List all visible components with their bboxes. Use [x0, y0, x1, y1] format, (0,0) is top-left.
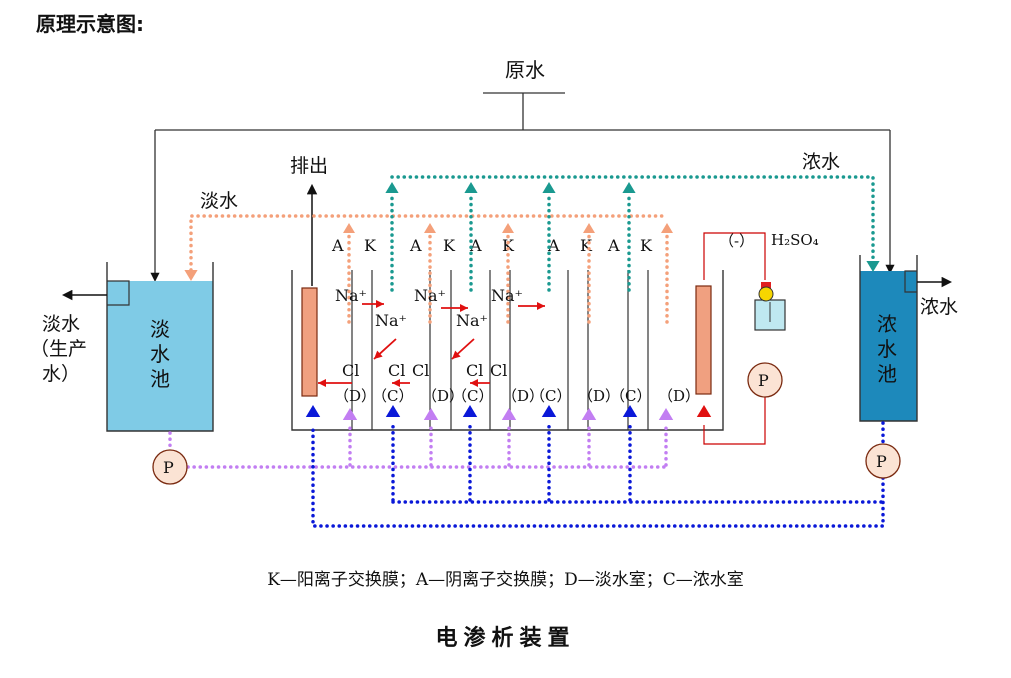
fresh-feed-arrowhead	[501, 408, 517, 420]
discharge-label: 排出	[290, 155, 328, 177]
concentrate-tank	[859, 255, 918, 422]
conc-flow-label: 浓水	[802, 151, 840, 173]
membrane-label-K: K	[443, 236, 456, 255]
conc-out-label: 浓水	[920, 296, 958, 318]
chamber-label-D: （D）	[578, 387, 620, 405]
chloride-ion-label: Cl	[412, 361, 429, 380]
fresh-water-arrowhead	[583, 223, 595, 233]
fresh-out-label-2: （生产	[30, 338, 87, 360]
chloride-migration-arrow-head	[318, 379, 326, 387]
conc-feed-arrowhead	[622, 405, 638, 417]
acid-label: H₂SO₄	[771, 231, 819, 249]
conc-water-arrowhead	[385, 182, 399, 193]
raw-water-label: 原水	[505, 58, 545, 82]
pump-label: P	[163, 458, 174, 477]
chamber-labels: （D）（C）（D）（C）（D）（C）（D）（C）（D）	[334, 387, 700, 405]
membrane-label-A: A	[607, 236, 620, 255]
chloride-migration-arrow-head	[470, 379, 478, 387]
membrane-label-A: A	[409, 236, 422, 255]
fresh-out-label-1: 淡水	[42, 313, 80, 335]
chloride-migration-arrow-head	[392, 379, 400, 387]
fresh-water-header	[189, 214, 669, 272]
fresh-water-tank	[106, 262, 214, 432]
chloride-ion-label: Cl	[490, 361, 507, 380]
conc-water-arrowhead	[464, 182, 478, 193]
chamber-label-D: （D）	[422, 387, 464, 405]
fresh-flow-label: 淡水	[200, 190, 238, 212]
fresh-out-label-3: 水）	[42, 363, 80, 385]
legend: K—阳离子交换膜；A—阴离子交换膜；D—淡水室；C—浓水室	[267, 570, 744, 590]
diagonal-migration-arrow-head	[374, 350, 383, 359]
sodium-ion-label: Na⁺	[491, 286, 523, 305]
chamber-label-C: （C）	[530, 387, 571, 405]
fresh-feed-arrowhead	[423, 408, 439, 420]
sodium-ion-label: Na⁺	[335, 286, 367, 305]
fresh-water-tank-arrowhead	[184, 270, 198, 281]
conc-tank-label-1: 浓	[877, 312, 897, 336]
conc-tank-label-3: 池	[877, 362, 897, 386]
conc-water-arrowhead	[542, 182, 556, 193]
anode-electrode	[695, 285, 712, 395]
conc-water-arrowhead	[622, 182, 636, 193]
sodium-migration-arrow-head	[376, 300, 384, 308]
cathode-electrode	[301, 287, 318, 397]
conc-feed-loop	[311, 423, 885, 528]
sodium-migration-arrow-head	[537, 302, 545, 310]
sodium-ion-label: Na⁺	[375, 311, 407, 330]
chamber-label-C: （C）	[452, 387, 493, 405]
fresh-feed-arrowhead	[658, 408, 674, 420]
chamber-label-D: （D）	[334, 387, 376, 405]
fresh-water-arrowhead	[661, 223, 673, 233]
cathode-feed-arrowhead	[305, 405, 321, 417]
heading: 原理示意图:	[36, 12, 144, 36]
pump-label: P	[876, 452, 887, 471]
fresh-feed-arrowhead	[342, 408, 358, 420]
chloride-ion-label: Cl	[466, 361, 483, 380]
acid-valve-icon	[758, 286, 774, 302]
chamber-label-D: （D）	[658, 387, 700, 405]
diagonal-migration-arrow-head	[452, 350, 461, 359]
minus-label: （-）	[719, 232, 754, 250]
electrode-circuit	[703, 232, 786, 445]
conc-feed-arrowhead	[541, 405, 557, 417]
pump-label: P	[758, 371, 769, 390]
fresh-water-arrowhead	[424, 223, 436, 233]
sodium-ion-label: Na⁺	[414, 286, 446, 305]
fresh-feed-arrowhead	[581, 408, 597, 420]
raw-water-pipes	[150, 92, 895, 282]
chamber-label-C: （C）	[372, 387, 413, 405]
membrane-label-A: A	[331, 236, 344, 255]
conc-tank-label-2: 水	[877, 337, 897, 361]
conc-water-tank-arrowhead	[866, 261, 880, 272]
flow-lines	[168, 175, 885, 528]
pump-conc: P	[865, 443, 901, 479]
sodium-migration-arrow-head	[460, 304, 468, 312]
fresh-tank-label-1: 淡	[150, 317, 170, 341]
membrane-label-K: K	[502, 236, 515, 255]
fresh-tank-label-3: 池	[150, 367, 170, 391]
membrane-label-K: K	[640, 236, 653, 255]
sodium-ion-label: Na⁺	[456, 311, 488, 330]
fresh-water-arrowhead	[502, 223, 514, 233]
chloride-ion-label: Cl	[388, 361, 405, 380]
conc-feed-arrowhead	[462, 405, 478, 417]
chamber-label-D: （D）	[502, 387, 544, 405]
fresh-tank-label-2: 水	[150, 342, 170, 366]
membrane-label-K: K	[580, 236, 593, 255]
membrane-label-K: K	[364, 236, 377, 255]
fresh-water-arrowhead	[343, 223, 355, 233]
pump-fresh: P	[152, 449, 188, 485]
figure-caption: 电渗析装置	[435, 625, 576, 651]
chamber-label-C: （C）	[610, 387, 651, 405]
chloride-ion-label: Cl	[342, 361, 359, 380]
pump-acid: P	[747, 362, 783, 398]
conc-water-header	[390, 175, 875, 264]
anode-feed-arrowhead	[696, 405, 712, 417]
conc-feed-arrowhead	[385, 405, 401, 417]
